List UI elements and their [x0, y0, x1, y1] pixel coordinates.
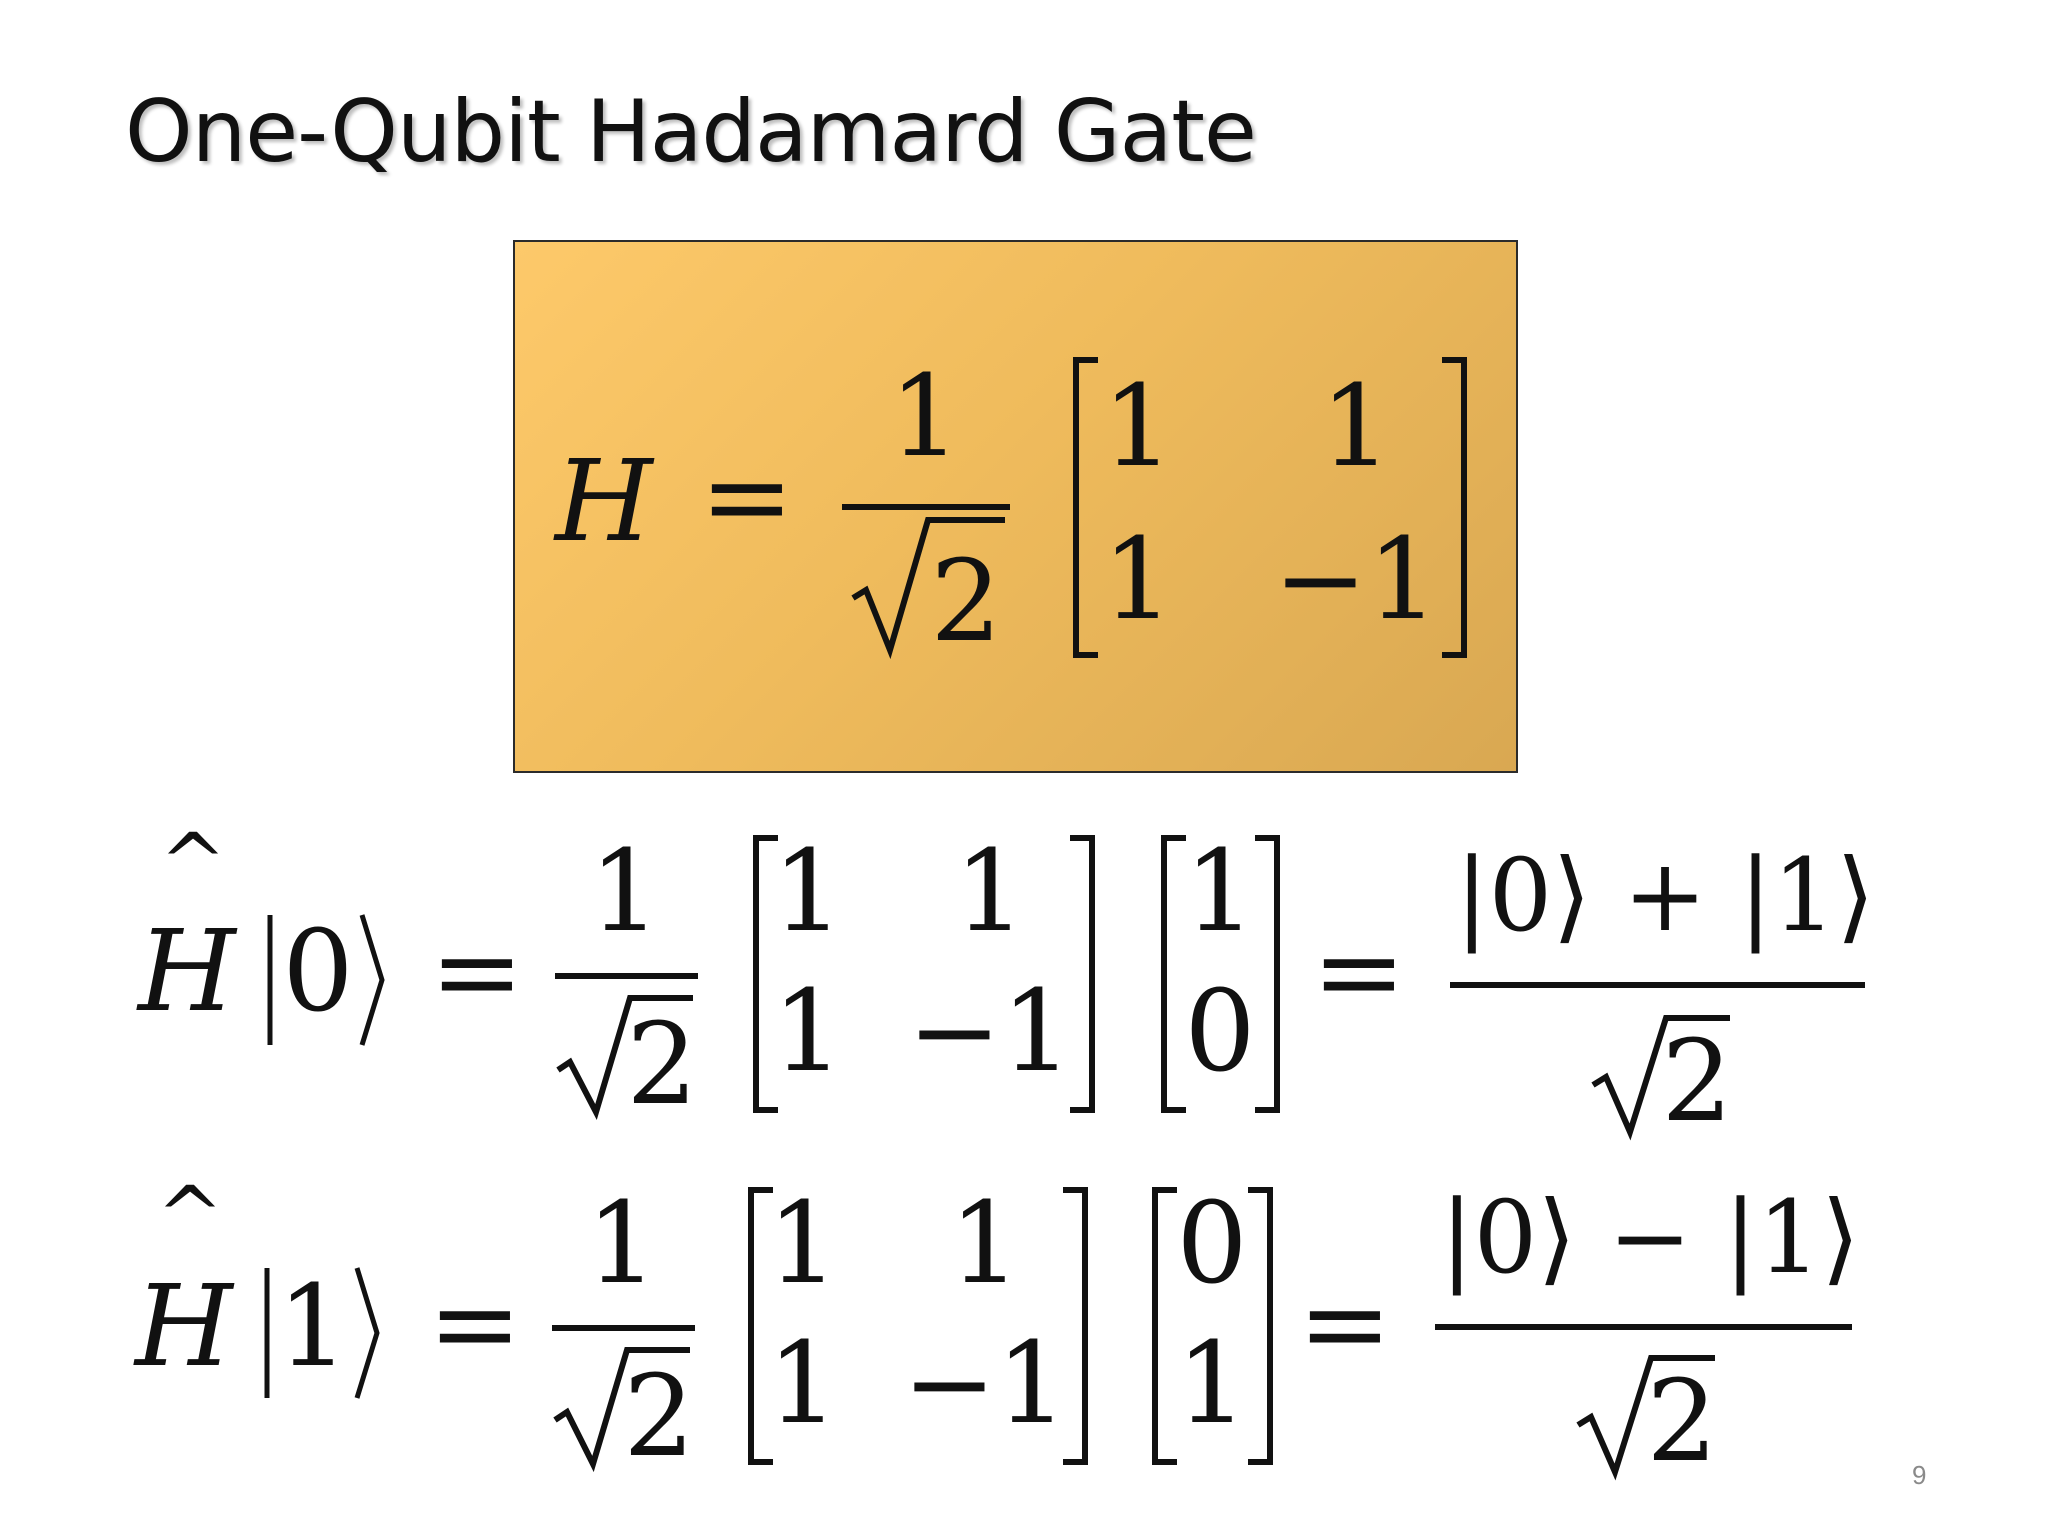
- operator-hat: ^: [159, 816, 226, 909]
- definition-coef-numerator: 1: [889, 352, 960, 482]
- result-sqrt-sign: [1576, 1355, 1715, 1481]
- coef-denominator: 2: [626, 1000, 697, 1130]
- definition-equation: H = 1 2 1 1 1 −1: [553, 352, 1467, 667]
- matrix-cell: −1: [902, 1319, 1067, 1449]
- definition-matrix-cell: 1: [1102, 362, 1173, 492]
- vector-cell: 0: [1176, 1179, 1247, 1309]
- equals-sign: =: [428, 1259, 522, 1389]
- ket-input-value: 1: [277, 1262, 348, 1392]
- slide-title: One-Qubit Hadamard Gate: [125, 82, 1257, 182]
- result-numerator: |0⟩ − |1⟩: [1440, 1179, 1860, 1296]
- vector-right-bracket: [1255, 835, 1280, 1113]
- hadamard-on-zero-equation: ^ H 0 = 1 2 1 1 1 −1 1 0 = |0⟩ + |1⟩ 2: [136, 816, 1875, 1147]
- coef-numerator: 1: [589, 827, 660, 957]
- operator-hat: ^: [156, 1169, 223, 1262]
- matrix-cell: 1: [772, 827, 843, 957]
- definition-matrix-cell: 1: [1320, 362, 1391, 492]
- hadamard-on-one-equation: ^ H 1 = 1 2 1 1 1 −1 0 1 = |0⟩ − |1⟩ 2: [133, 1169, 1860, 1487]
- matrix-cell: 1: [772, 967, 843, 1097]
- coef-denominator: 2: [623, 1352, 694, 1482]
- matrix-cell: −1: [907, 967, 1072, 1097]
- matrix-cell: 1: [949, 1179, 1020, 1309]
- definition-sqrt-sign: [851, 517, 1005, 660]
- equals-sign-result: =: [1312, 907, 1406, 1037]
- definition-matrix-right-bracket: [1442, 357, 1467, 658]
- operator-h: H: [136, 907, 238, 1037]
- definition-lhs: H: [553, 437, 655, 567]
- result-numerator: |0⟩ + |1⟩: [1455, 837, 1875, 954]
- equals-sign-result: =: [1298, 1259, 1392, 1389]
- matrix-left-bracket: [748, 1187, 773, 1465]
- coef-numerator: 1: [586, 1179, 657, 1309]
- matrix-right-bracket: [1063, 1187, 1088, 1465]
- vector-cell: 1: [1176, 1319, 1247, 1449]
- ket-right-angle: [354, 1267, 380, 1399]
- hadamard-definition-box: [513, 240, 1518, 773]
- matrix-cell: 1: [954, 827, 1025, 957]
- definition-matrix-left-bracket: [1073, 357, 1098, 658]
- result-sqrt-sign: [1591, 1015, 1730, 1141]
- definition-coef-denominator: 2: [930, 537, 1001, 667]
- coef-sqrt-sign: [556, 995, 693, 1120]
- vector-right-bracket: [1248, 1187, 1273, 1465]
- vector-cell: 0: [1184, 967, 1255, 1097]
- operator-h: H: [133, 1262, 235, 1392]
- result-denominator: 2: [1661, 1017, 1732, 1147]
- definition-equals: =: [700, 432, 794, 562]
- definition-matrix-cell: −1: [1273, 515, 1438, 645]
- matrix-cell: 1: [767, 1319, 838, 1449]
- coef-sqrt-sign: [553, 1347, 690, 1473]
- matrix-right-bracket: [1070, 835, 1095, 1113]
- equals-sign: =: [430, 907, 524, 1037]
- definition-matrix-cell: 1: [1102, 515, 1173, 645]
- matrix-cell: 1: [767, 1179, 838, 1309]
- matrix-left-bracket: [753, 835, 778, 1113]
- vector-left-bracket: [1152, 1187, 1177, 1465]
- vector-left-bracket: [1161, 835, 1186, 1113]
- page-number: 9: [1912, 1460, 1927, 1490]
- vector-cell: 1: [1184, 827, 1255, 957]
- ket-right-angle: [359, 914, 385, 1046]
- result-denominator: 2: [1646, 1357, 1717, 1487]
- ket-input-value: 0: [282, 907, 353, 1037]
